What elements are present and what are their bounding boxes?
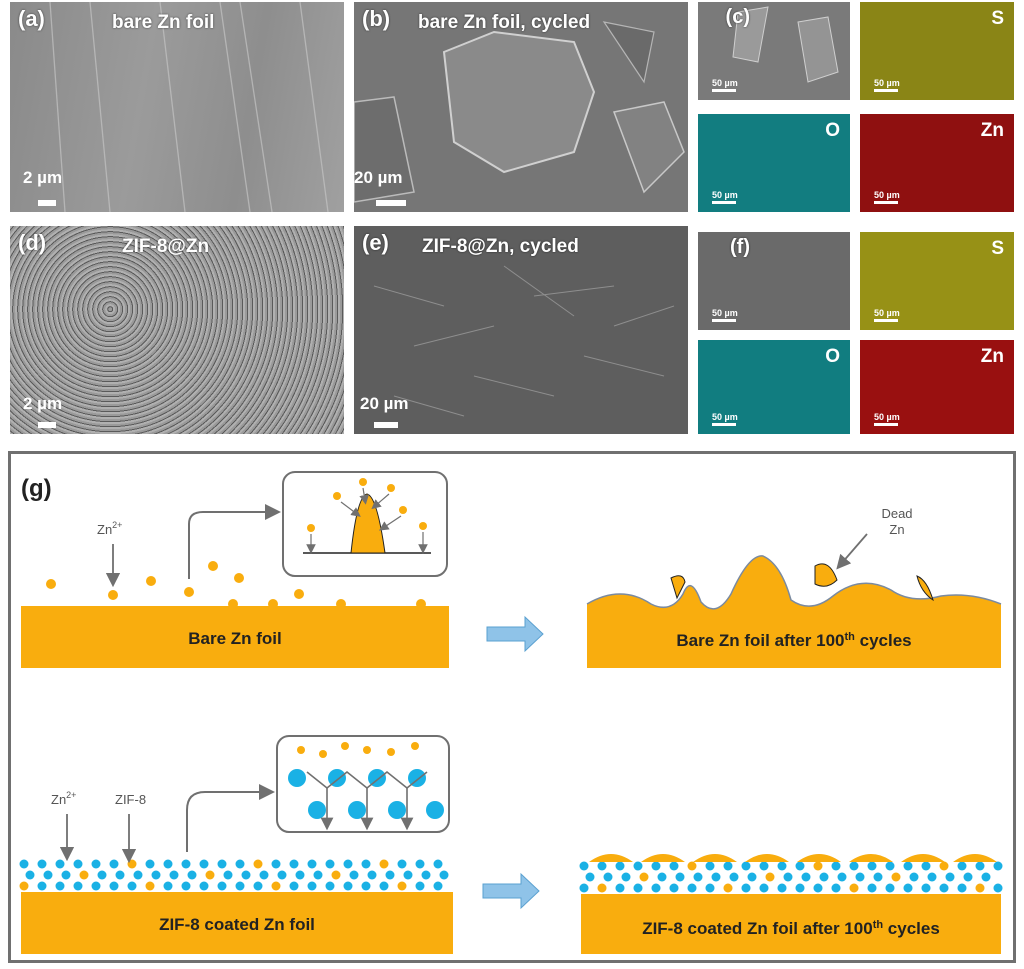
zn-ions-top — [46, 561, 426, 609]
panel-f-map-zn-scale: 50 µm — [874, 412, 900, 422]
sem-texture-b — [354, 21, 685, 203]
panel-f-map-zn: Zn 50 µm — [860, 340, 1014, 434]
panel-a-scale-label: 2 µm — [23, 168, 63, 187]
dead-zn-piece-2 — [814, 563, 838, 587]
panel-f-map-o-scale: 50 µm — [712, 412, 738, 422]
map-o-label-f: O — [825, 346, 840, 367]
panel-f-map-s-scale: 50 µm — [874, 308, 900, 318]
sem-texture-a — [49, 2, 329, 212]
panel-c-label: (c) — [725, 6, 750, 28]
dead-label-line1: Dead — [881, 506, 912, 521]
panel-e-scale-label: 20 µm — [360, 394, 409, 413]
zoom-arrow-bottom — [186, 784, 275, 852]
uniform-zn-deposits — [589, 854, 997, 862]
panel-c-scale-bar — [712, 89, 736, 92]
panel-f-map-o-bar — [712, 423, 736, 426]
panel-c-map-o: O 50 µm — [698, 114, 850, 212]
panel-d-scale-label: 2 µm — [23, 394, 63, 413]
panel-c-map-o-scale: 50 µm — [712, 190, 738, 200]
panel-d-title: ZIF-8@Zn — [122, 236, 210, 257]
panel-c-map-s-scale: 50 µm — [874, 78, 900, 88]
panel-d-label: (d) — [18, 230, 47, 255]
zif8-foil-label: ZIF-8 coated Zn foil — [159, 915, 315, 934]
panel-c-map-o-bar — [712, 201, 736, 204]
zif8-result-label: ZIF-8 coated Zn foil after 100th cycles — [642, 919, 940, 938]
zoom-arrow-top — [188, 504, 281, 579]
panel-d: (d) ZIF-8@Zn 2 µm — [10, 226, 344, 434]
zn-ion-label-top: Zn2+ — [97, 520, 122, 537]
panel-c-map-zn: Zn 50 µm — [860, 114, 1014, 212]
process-arrow-top — [486, 615, 544, 653]
dead-zn-arrow — [836, 533, 868, 570]
panel-d-scale-bar — [38, 422, 56, 428]
panel-a: (a) bare Zn foil 2 µm — [10, 2, 344, 212]
zif8-layer-right — [579, 861, 1003, 893]
panel-b-scale-bar — [376, 200, 406, 206]
panel-c-map-zn-scale: 50 µm — [874, 190, 900, 200]
panel-c-map-s: S 50 µm — [860, 2, 1014, 100]
zif8-coated-foil — [21, 892, 453, 954]
panel-f-map-s-bar — [874, 319, 898, 322]
dendritic-zn-surface — [587, 555, 1001, 668]
map-o-label: O — [825, 120, 840, 141]
bare-zn-foil — [21, 606, 449, 668]
panel-f-label: (f) — [730, 236, 750, 258]
zif8-result-foil — [581, 894, 1001, 954]
panel-a-label: (a) — [18, 6, 45, 31]
bare-result-label: Bare Zn foil after 100th cycles — [676, 631, 911, 650]
dead-label-line2: Zn — [889, 522, 904, 537]
panel-b-title: bare Zn foil, cycled — [418, 12, 591, 33]
panel-c-map-s-bar — [874, 89, 898, 92]
map-zn-label-f: Zn — [980, 346, 1004, 367]
panel-b: (b) bare Zn foil, cycled 20 µm — [354, 2, 688, 212]
panel-e: (e) ZIF-8@Zn, cycled 20 µm — [354, 226, 688, 434]
panel-f-scale-bar — [712, 319, 736, 322]
panel-f-sem: (f) 50 µm — [698, 232, 850, 330]
zn-ion-label-bottom: Zn2+ — [51, 790, 76, 807]
bare-foil-label: Bare Zn foil — [188, 629, 282, 648]
panel-a-scale-bar — [38, 200, 56, 206]
schematic-panel: (g) Bare Zn foil Zn2+ Dead Zn B — [8, 451, 1016, 963]
schematic-svg: (g) Bare Zn foil Zn2+ Dead Zn B — [19, 471, 1003, 954]
panel-c-map-zn-bar — [874, 201, 898, 204]
panel-b-scale-label: 20 µm — [354, 168, 403, 187]
map-s-label-f: S — [991, 238, 1004, 259]
dead-zn-piece-3 — [916, 575, 934, 602]
map-s-label: S — [991, 8, 1004, 29]
panel-f-scale-label: 50 µm — [712, 308, 738, 318]
panel-c-sem: (c) 50 µm — [698, 2, 850, 100]
zif8-label: ZIF-8 — [115, 792, 146, 807]
panel-e-title: ZIF-8@Zn, cycled — [422, 236, 579, 257]
panel-e-label: (e) — [362, 230, 389, 255]
panel-f-map-o: O 50 µm — [698, 340, 850, 434]
eds-texture-c — [732, 6, 839, 83]
zif8-channel-detail — [288, 742, 444, 831]
panel-b-label: (b) — [362, 6, 391, 31]
panel-f-map-zn-bar — [874, 423, 898, 426]
panel-c-scale-label: 50 µm — [712, 78, 738, 88]
panel-a-title: bare Zn foil — [112, 12, 215, 33]
sem-texture-e — [373, 265, 675, 417]
dead-zn-piece-1 — [670, 575, 686, 600]
panel-g-label: (g) — [21, 475, 52, 502]
panel-e-scale-bar — [374, 422, 398, 428]
map-zn-label: Zn — [980, 120, 1004, 141]
zif8-layer-left — [19, 859, 449, 891]
process-arrow-bottom — [482, 872, 540, 910]
panel-f-map-s: S 50 µm — [860, 232, 1014, 330]
